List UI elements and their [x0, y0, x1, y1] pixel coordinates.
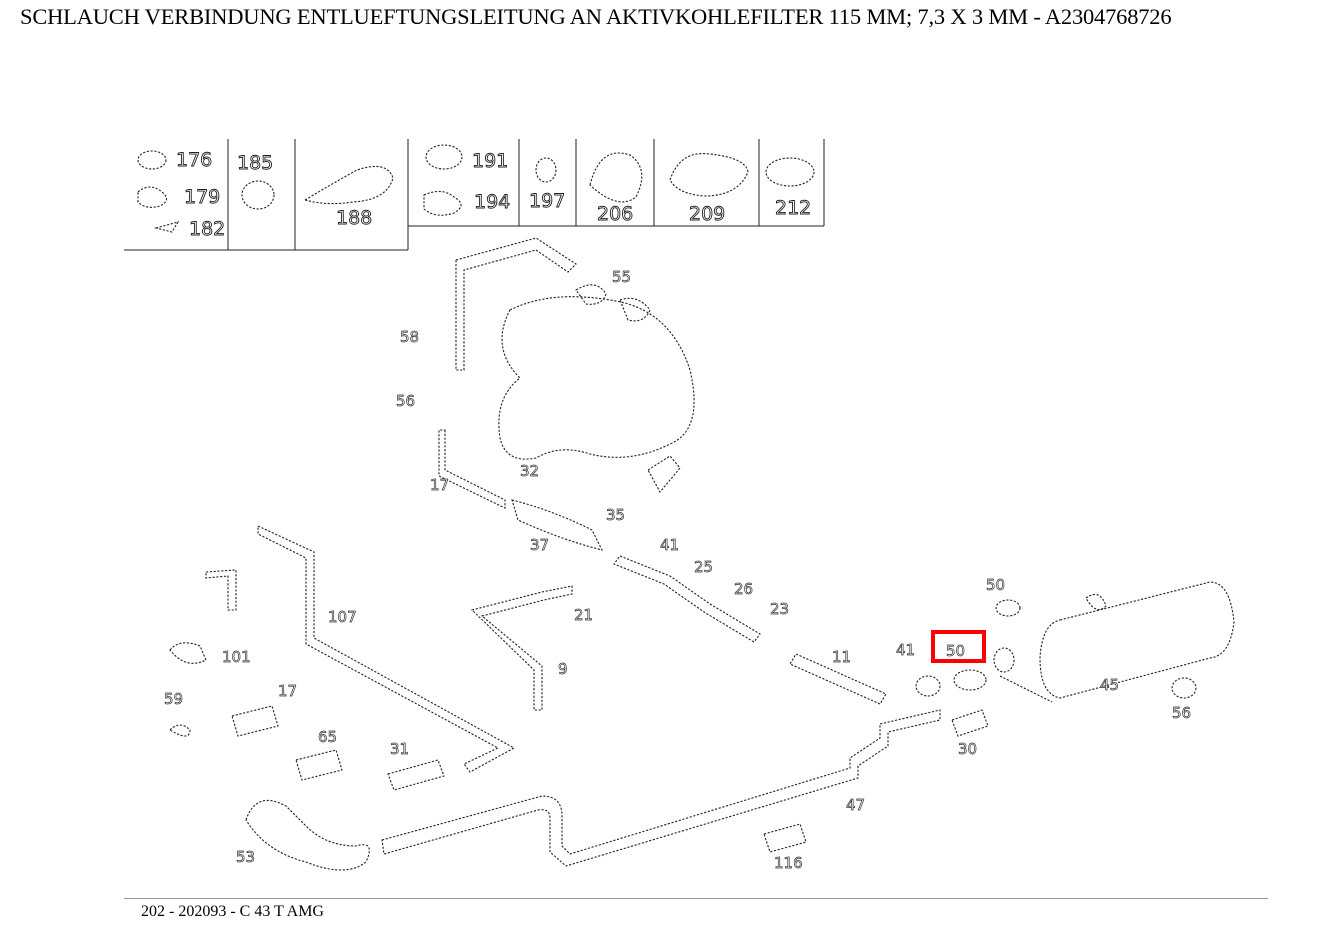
thumbnail-table [124, 139, 825, 251]
callout: 50 [946, 642, 965, 660]
footer-divider [124, 898, 1268, 899]
callout: 37 [530, 536, 549, 554]
thumb-label-212: 212 [775, 197, 811, 219]
callout: 11 [832, 648, 851, 666]
thumb-label-182: 182 [189, 218, 225, 240]
callout: 101 [222, 648, 251, 666]
thumb-label-176: 176 [176, 149, 212, 171]
page-title: SCHLAUCH VERBINDUNG ENTLUEFTUNGSLEITUNG … [20, 4, 1172, 29]
callout: 25 [694, 558, 713, 576]
thumb-label-185: 185 [237, 152, 273, 174]
callout: 107 [328, 608, 357, 626]
callout: 47 [846, 796, 865, 814]
callout: 17 [430, 476, 449, 494]
thumb-label-206: 206 [597, 203, 633, 225]
callout: 41 [660, 536, 679, 554]
callout: 53 [236, 848, 255, 866]
exploded-view [169, 237, 1235, 871]
thumb-label-197: 197 [529, 190, 565, 212]
callout: 65 [318, 728, 337, 746]
thumb-label-188: 188 [336, 207, 372, 229]
thumb-label-209: 209 [689, 203, 725, 225]
thumb-label-191: 191 [472, 150, 508, 172]
callout: 116 [774, 854, 803, 872]
thumbnail-labels: 176 179 182 185 188 191 194 197 206 209 … [176, 149, 812, 241]
callout: 35 [606, 506, 625, 524]
callout: 17 [278, 682, 297, 700]
callout: 59 [164, 690, 183, 708]
callout: 56 [1172, 704, 1191, 722]
callout: 9 [558, 660, 568, 678]
callout: 23 [770, 600, 789, 618]
callout: 50 [986, 576, 1005, 594]
callout: 45 [1100, 676, 1119, 694]
callout: 26 [734, 580, 753, 598]
callout: 32 [520, 462, 539, 480]
footer-model: 202 - 202093 - C 43 T AMG [141, 903, 324, 920]
callout-numbers: 55 58 56 17 32 35 37 41 25 26 23 21 9 11… [164, 268, 1192, 873]
callout: 56 [396, 392, 415, 410]
thumb-label-194: 194 [474, 191, 510, 213]
callout: 21 [574, 606, 593, 624]
callout: 30 [958, 740, 977, 758]
callout: 31 [390, 740, 409, 758]
thumbnail-sketches [137, 144, 815, 233]
callout: 41 [896, 641, 915, 659]
callout: 58 [400, 328, 419, 346]
selected-part-highlight[interactable] [931, 630, 986, 663]
callout: 55 [612, 268, 631, 286]
thumb-label-179: 179 [184, 186, 220, 208]
